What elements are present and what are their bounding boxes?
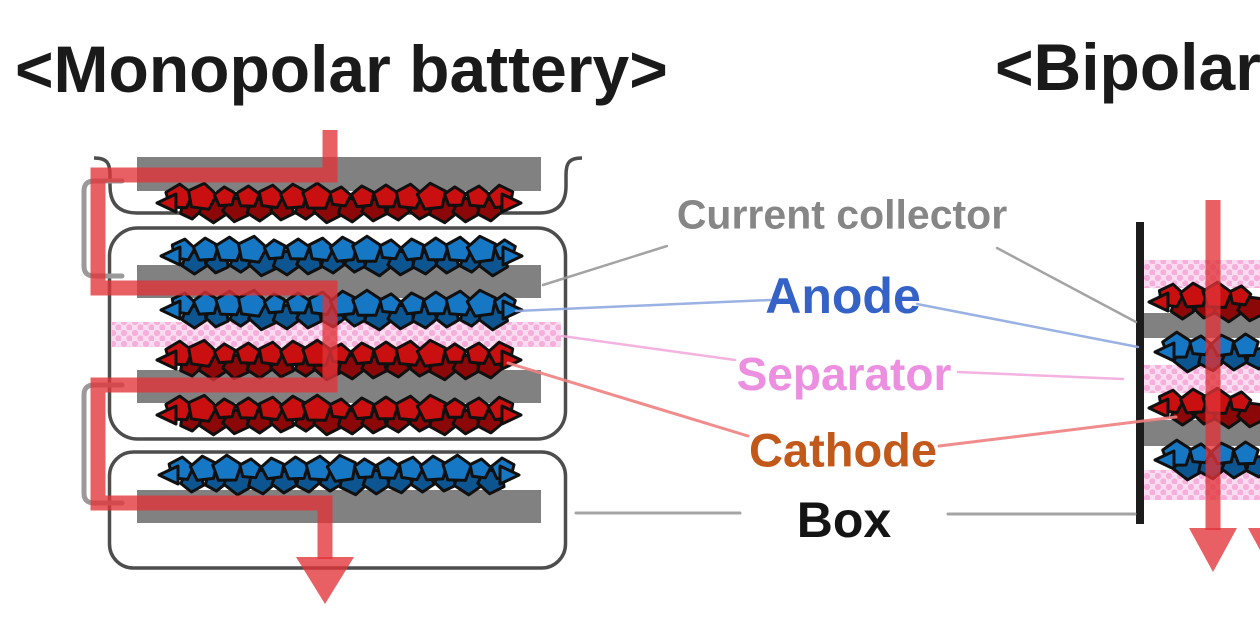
bipolar-separator-layers (1142, 260, 1260, 500)
tab-bracket-bottom (81, 382, 125, 506)
leader-anode-right (915, 302, 1140, 349)
separator-strip (1142, 260, 1260, 288)
label-cathode: Cathode (749, 423, 937, 477)
leader-current-collector-left (541, 244, 669, 287)
label-separator: Separator (736, 348, 952, 400)
leader-anode-left (514, 298, 772, 313)
separator-strip (1142, 365, 1260, 393)
leader-current-collector-right (995, 246, 1138, 324)
leader-separator-left (560, 334, 737, 362)
current-flow-path (90, 130, 338, 559)
collector-bar (1140, 420, 1260, 446)
leader-cathode-right (937, 415, 1178, 448)
current-flow-bar (1205, 200, 1221, 530)
leader-lines (506, 244, 1178, 516)
current-arrowhead-icon (296, 557, 354, 604)
bipolar-current-collectors (1140, 313, 1260, 446)
tab-bracket-top (81, 178, 125, 279)
monopolar-title: <Monopolar battery> (15, 32, 668, 106)
label-anode: Anode (765, 268, 921, 324)
collector-bar (1140, 313, 1260, 338)
monopolar-diagram (81, 130, 583, 604)
bipolar-diagram (1136, 200, 1260, 572)
bipolar-title: <Bipolar (995, 30, 1260, 104)
leader-separator-right (956, 370, 1125, 381)
current-arrowhead-icon (1189, 528, 1237, 572)
bipolar-box-wall (1136, 222, 1144, 524)
leader-cathode-left (506, 361, 750, 438)
current-arrowhead-partial-icon (1248, 528, 1260, 550)
label-box: Box (796, 492, 892, 548)
label-current-collector: Current collector (676, 191, 1008, 238)
monopolar-electrode-particles (155, 181, 524, 497)
